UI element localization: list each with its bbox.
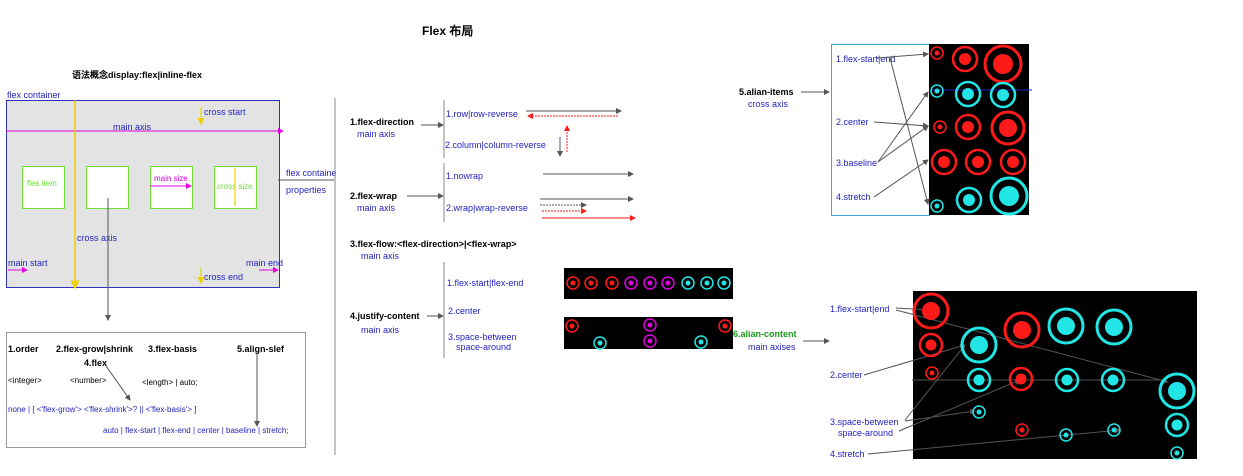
justify-between-option: 3.space-between [448,332,517,342]
align-items-dots [930,44,1029,216]
grow-shrink-label: 2.flex-grow|shrink [56,344,134,354]
flex-flow-label: 3.flex-flow:<flex-direction>|<flex-wrap> [350,239,517,249]
align-items-start-option: 1.flex-start|end [836,54,896,64]
row-option: 1.row|row-reverse [446,109,518,119]
flex-syntax-label: none | [ <'flex-grow'> <'flex-shrink'>? … [8,405,197,414]
flex-direction-axis: main axis [357,129,396,139]
align-content-axis: main axises [748,342,796,352]
flex-wrap-label: 2.flex-wrap [350,191,398,201]
container-props-label-2: properties [286,185,327,195]
flex-item-3 [150,166,193,209]
justify-content-axis: main axis [361,325,400,335]
page-title: Flex 布局 [422,24,474,38]
align-items-label: 5.alian-items [739,87,794,97]
align-items-axis: cross axis [748,99,789,109]
justify-around-option: space-around [456,342,512,352]
align-content-around-option: space-around [838,428,894,438]
length-label: <length> | auto; [142,378,198,387]
cross-axis-label: cross axis [77,233,118,243]
main-size-label: main size [154,174,188,183]
cross-start-label: cross start [204,107,246,117]
align-values-label: auto | flex-start | flex-end | center | … [103,426,289,435]
align-items-center-option: 2.center [836,117,869,127]
container-props-label-1: flex containe [286,168,337,178]
nowrap-option: 1.nowrap [446,171,484,181]
basis-label: 3.flex-basis [148,344,198,354]
align-items-stretch-option: 4.stretch [836,192,871,202]
align-content-between-option: 3.space-between [830,417,899,427]
flex-item-label: flex item [27,179,57,188]
align-content-center-option: 2.center [830,370,863,380]
cross-end-label: cross end [204,272,244,282]
align-content-start-option: 1.flex-start|end [830,304,890,314]
main-start-label: main start [8,258,48,268]
flex-label: 4.flex [84,358,108,368]
align-content-label: 6.alian-content [733,329,797,339]
justify-content-label: 4.justify-content [350,311,420,321]
integer-label: <integer> [8,376,42,385]
column-option: 2.column|column-reverse [445,140,546,150]
justify-center-option: 2.center [448,306,481,316]
wrap-option: 2.wrap|wrap-reverse [446,203,528,213]
justify-strip-2-dots [565,318,732,350]
justify-start-option: 1.flex-start|flex-end [447,278,524,288]
main-end-label: main end [246,258,284,268]
syntax-heading: 语法概念display:flex|inline-flex [72,70,203,80]
align-content-stretch-option: 4.stretch [830,449,865,459]
align-items-baseline-option: 3.baseline [836,158,878,168]
flex-item-1 [22,166,65,209]
grow-to-length-arrow [105,365,131,401]
align-content-demo [913,291,1197,459]
flex-wrap-axis: main axis [357,203,396,213]
number-label: <number> [70,376,107,385]
main-axis-label: main axis [113,122,152,132]
justify-strip-1-dots [566,276,731,290]
item-properties-box [6,332,306,448]
flex-direction-label: 1.flex-direction [350,117,415,127]
align-items-panel [831,44,930,216]
align-content-dots [912,292,1196,460]
align-self-label: 5.align-slef [237,344,285,354]
flex-flow-axis: main axis [361,251,400,261]
flex-container-label: flex container [7,90,61,100]
justify-demo-strip-2 [564,317,733,349]
order-label: 1.order [8,344,39,354]
